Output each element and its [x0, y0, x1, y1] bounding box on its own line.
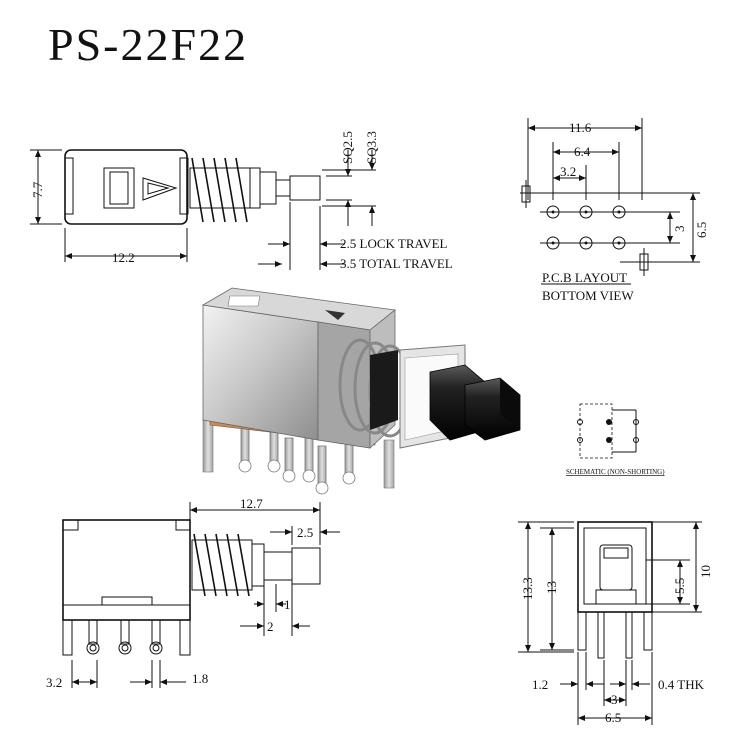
dim-side-2: 2 [267, 619, 274, 634]
dim-end-13: 13 [544, 581, 559, 594]
dim-side-1: 1 [284, 597, 291, 612]
pcb-layout-title: P.C.B LAYOUT [542, 270, 627, 285]
top-view-drawing [30, 149, 376, 270]
dim-end-6-5: 6.5 [605, 710, 621, 725]
dim-length-12-2: 12.2 [112, 250, 135, 265]
dim-pcb-6-4: 6.4 [574, 144, 591, 159]
dim-end-10: 10 [698, 565, 713, 578]
dim-end-13-3: 13.3 [520, 577, 535, 600]
schematic-label: SCHEMATIC (NON-SHORTING) [566, 468, 665, 476]
dim-total-travel: 3.5 TOTAL TRAVEL [340, 256, 453, 271]
dim-side-3-2: 3.2 [46, 675, 62, 690]
dim-side-2-5: 2.5 [297, 525, 313, 540]
dim-pcb-6-5: 6.5 [694, 222, 709, 238]
dim-pcb-11-6: 11.6 [569, 120, 592, 135]
page-title: PS-22F22 [48, 19, 249, 70]
dim-lock-travel: 2.5 LOCK TRAVEL [340, 236, 448, 251]
pcb-bottom-view: BOTTOM VIEW [542, 288, 634, 303]
dim-pcb-3-2: 3.2 [560, 164, 576, 179]
dim-end-1-2: 1.2 [532, 677, 548, 692]
dim-pcb-3: 3 [672, 226, 687, 233]
pcb-layout-drawing [520, 118, 700, 285]
switch-product-photo [201, 287, 521, 495]
dim-end-5-5: 5.5 [672, 578, 687, 594]
dim-side-1-8: 1.8 [192, 671, 208, 686]
side-view-drawing [62, 502, 340, 688]
dim-end-pitch-3: 3 [611, 692, 618, 707]
end-view-drawing [518, 521, 702, 725]
dim-sq-2-5: SQ2.5 [340, 131, 355, 164]
dim-side-12-7: 12.7 [240, 496, 263, 511]
dim-height-7-7: 7.7 [30, 181, 45, 198]
dim-end-thk: 0.4 THK [658, 677, 705, 692]
schematic-drawing [577, 403, 639, 459]
dim-sq-3-3: SQ3.3 [364, 131, 379, 164]
